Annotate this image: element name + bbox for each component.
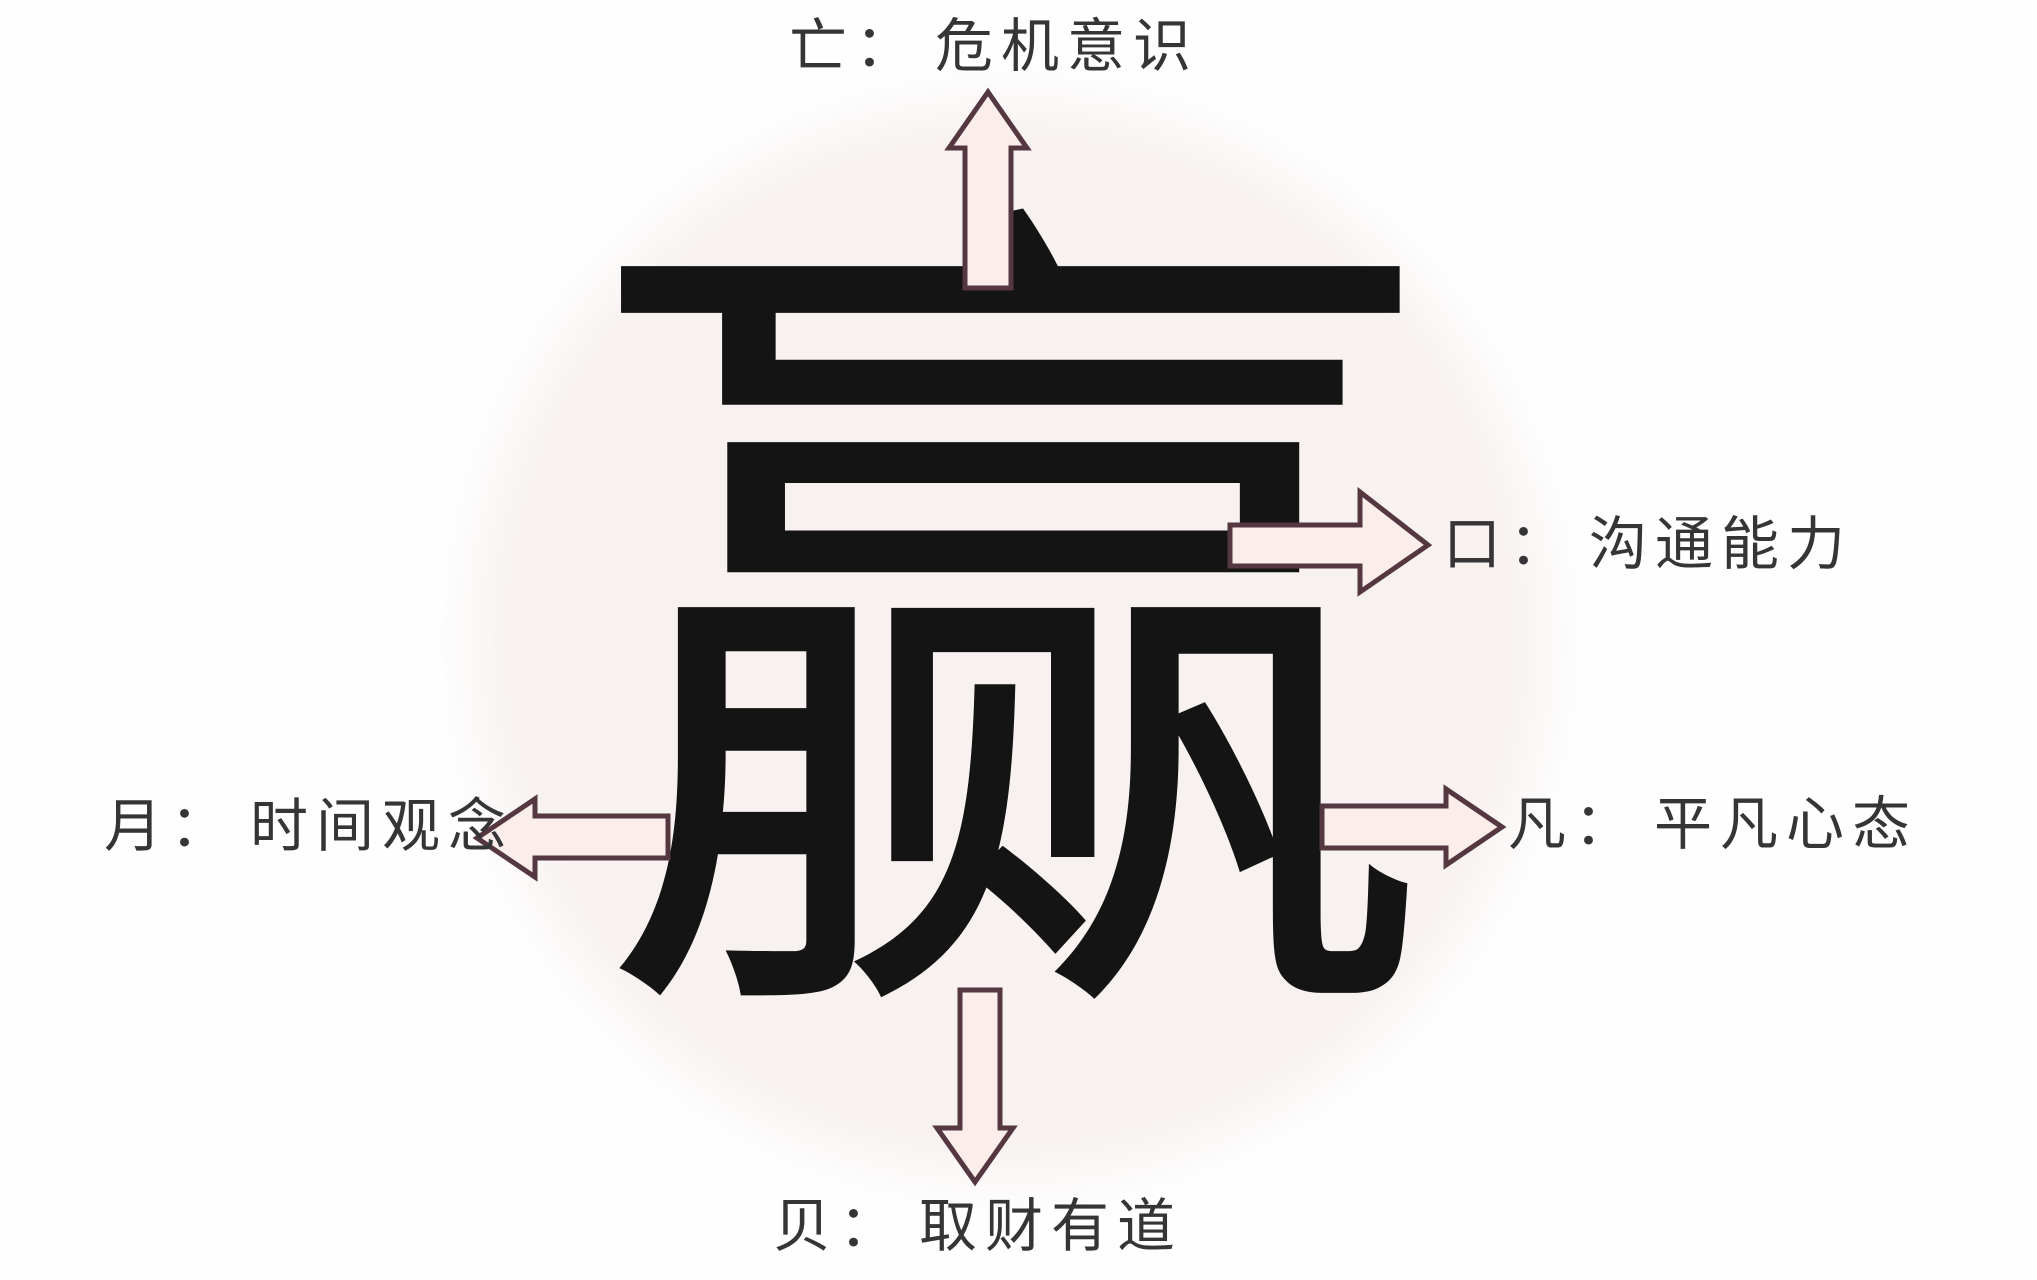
callout-bottom: 贝：取财有道 bbox=[773, 1194, 1183, 1261]
component-label: 口： bbox=[1443, 512, 1576, 577]
meaning-label: 沟通能力 bbox=[1589, 512, 1854, 577]
meaning-label: 平凡心态 bbox=[1654, 792, 1919, 857]
meaning-label: 时间观念 bbox=[250, 794, 515, 859]
component-label: 月： bbox=[104, 794, 237, 859]
component-label: 贝： bbox=[772, 1194, 905, 1259]
callout-left: 月：时间观念 bbox=[104, 794, 514, 861]
callout-top: 亡：危机意识 bbox=[789, 14, 1199, 81]
center-character: 赢 bbox=[587, 173, 1437, 1114]
component-label: 亡： bbox=[788, 14, 921, 79]
arrow-left-icon bbox=[472, 794, 671, 882]
callout-right-upper: 口：沟通能力 bbox=[1443, 512, 1853, 579]
arrow-right-upper-icon bbox=[1227, 486, 1433, 597]
meaning-label: 危机意识 bbox=[935, 14, 1200, 79]
meaning-label: 取财有道 bbox=[919, 1194, 1184, 1259]
callout-right-lower: 凡：平凡心态 bbox=[1508, 792, 1918, 859]
arrow-right-lower-icon bbox=[1319, 784, 1507, 870]
arrow-down-icon bbox=[932, 987, 1018, 1187]
component-label: 凡： bbox=[1508, 792, 1641, 857]
arrow-up-icon bbox=[944, 87, 1032, 291]
